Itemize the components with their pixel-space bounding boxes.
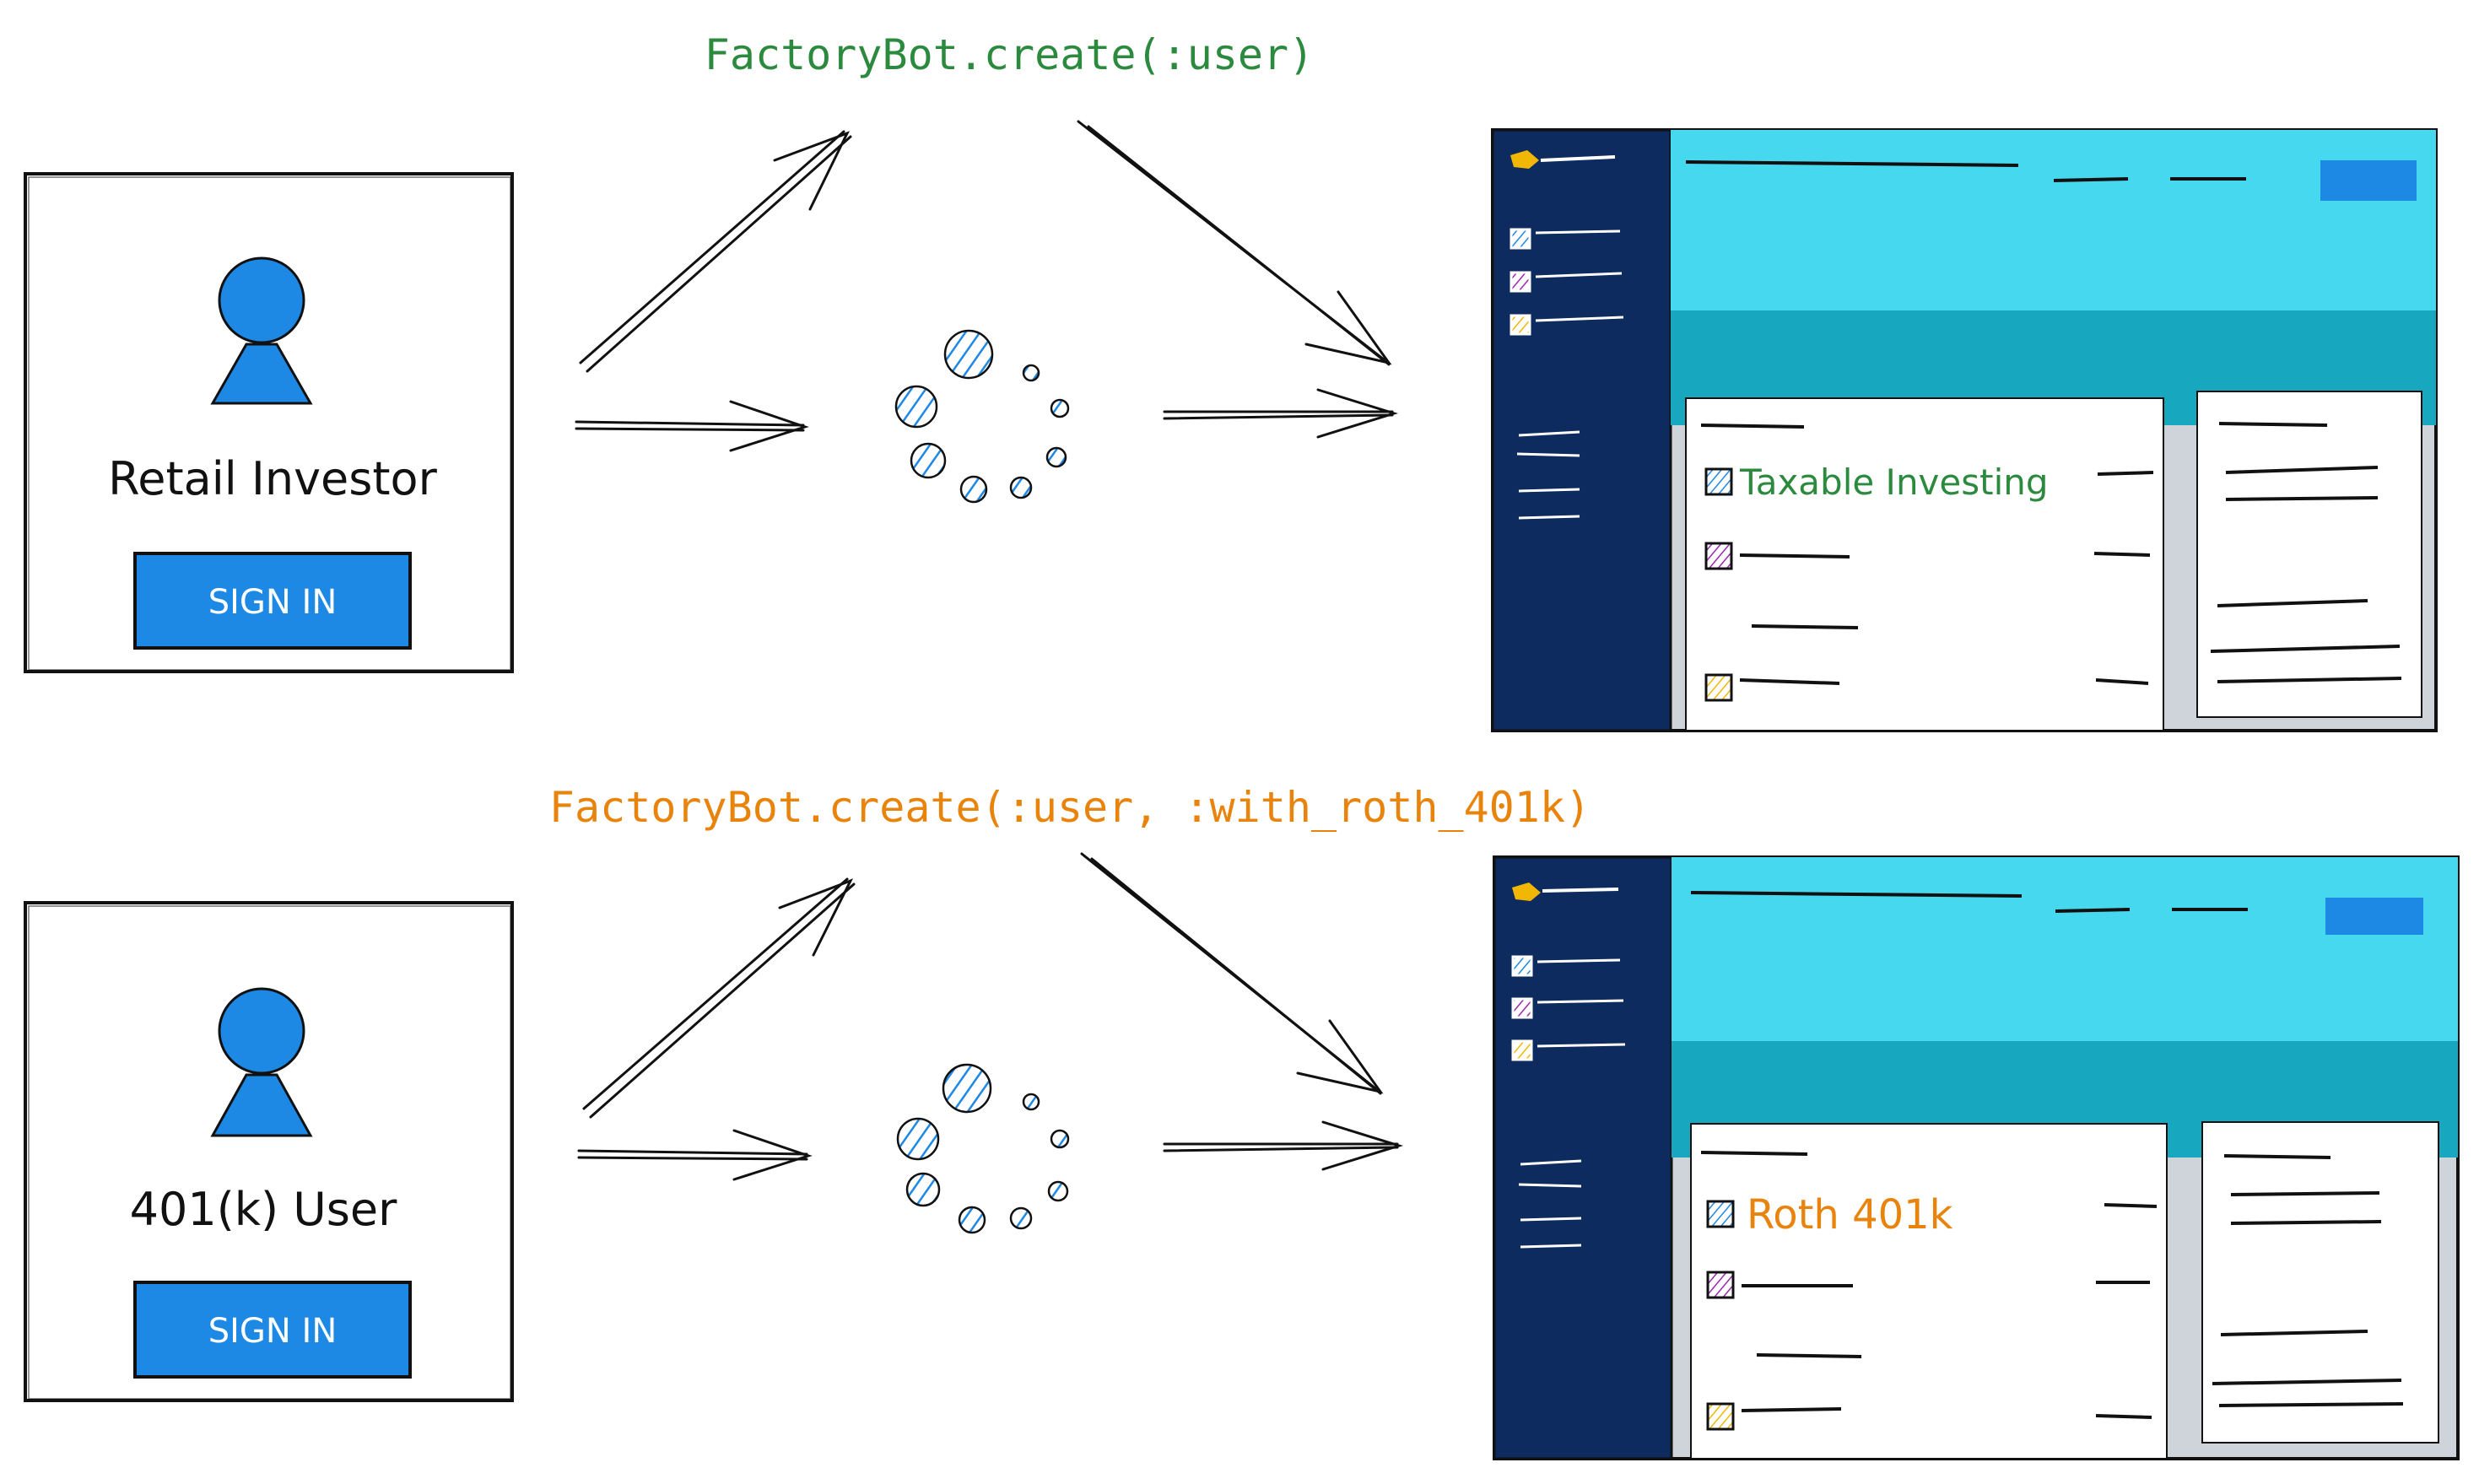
accounts-card: Roth 401k (1690, 1123, 2168, 1460)
person-icon (210, 987, 313, 1137)
checkbox-icon[interactable] (1706, 1200, 1735, 1228)
sidebar-nav (1510, 228, 1624, 520)
top-code-label: FactoryBot.create(:user) (705, 30, 1314, 79)
bottom-flow: FactoryBot.create(:user, :with_roth_401k… (24, 783, 2460, 1460)
bottom-account-label: Roth 401k (1747, 1191, 1953, 1238)
arrow-icon (575, 120, 1399, 452)
dashboard-header (1685, 160, 2246, 182)
app-logo-icon (1512, 882, 1619, 901)
bottom-user-label: 401(k) User (130, 1183, 398, 1236)
checkbox-icon[interactable] (1704, 673, 1733, 702)
top-user-label: Retail Investor (108, 452, 437, 505)
bottom-sign-in-button[interactable]: SIGN IN (133, 1281, 412, 1379)
dashboard-header (1690, 891, 2248, 913)
person-icon (210, 256, 313, 405)
side-card (2196, 391, 2422, 718)
accounts-card: Taxable Investing (1685, 397, 2164, 731)
arrow-icon (577, 852, 1404, 1181)
top-sign-in-label: SIGN IN (208, 583, 338, 622)
loading-spinner-icon (894, 329, 1070, 504)
top-account-label: Taxable Investing (1739, 461, 2049, 503)
header-button[interactable] (2320, 160, 2417, 201)
top-flow: FactoryBot.create(:user) Retail Investor… (24, 30, 2438, 732)
sidebar-nav (1511, 955, 1626, 1249)
checkbox-icon[interactable] (1706, 1271, 1735, 1299)
side-card (2201, 1121, 2439, 1444)
checkbox-icon[interactable] (1706, 1402, 1735, 1431)
bottom-user-card: 401(k) User SIGN IN (24, 901, 514, 1402)
top-sign-in-button[interactable]: SIGN IN (133, 552, 412, 650)
header-button[interactable] (2325, 898, 2423, 935)
bottom-sign-in-label: SIGN IN (208, 1312, 338, 1351)
bottom-dashboard: Roth 401k (1493, 855, 2460, 1460)
top-user-card: Retail Investor SIGN IN (24, 172, 514, 673)
checkbox-icon[interactable] (1704, 467, 1733, 496)
bottom-code-label: FactoryBot.create(:user, :with_roth_401k… (549, 783, 1591, 832)
checkbox-icon[interactable] (1704, 542, 1733, 570)
top-dashboard: Taxable Investing (1491, 128, 2438, 732)
app-logo-icon (1510, 150, 1616, 169)
loading-spinner-icon (896, 1063, 1070, 1234)
